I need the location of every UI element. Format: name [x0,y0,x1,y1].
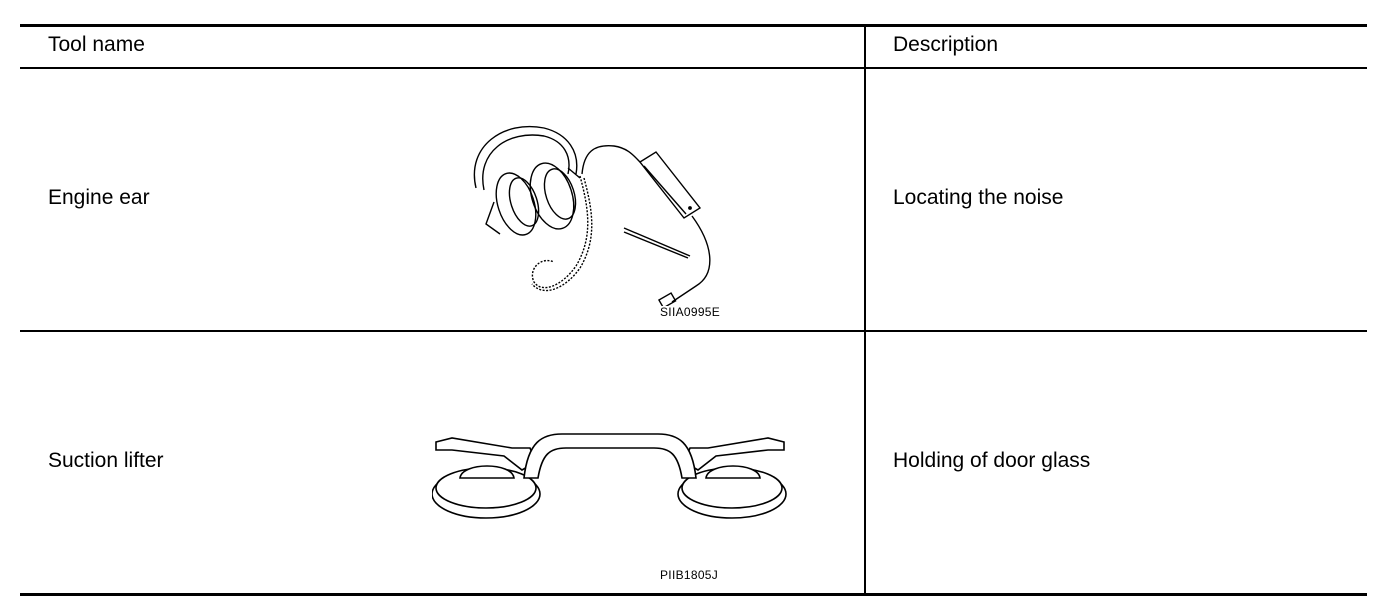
engine-ear-icon [473,125,711,306]
header-rule [20,67,1367,69]
figure-code: SIIA0995E [660,305,721,319]
description-cell: Locating the noise [893,186,1064,209]
figure-code: PIIB1805J [660,568,719,582]
header-tool-name: Tool name [48,33,145,56]
tool-name-cell: Suction lifter [48,449,164,472]
table-top-rule [20,24,1367,27]
column-divider [864,27,866,593]
row-rule [20,330,1367,332]
table-bottom-rule [20,593,1367,596]
suction-lifter-icon [432,433,787,519]
tool-table: Tool name Description Engine ear [20,24,1367,596]
tool-name-cell: Engine ear [48,186,150,209]
description-cell: Holding of door glass [893,449,1091,472]
header-description: Description [893,33,999,56]
